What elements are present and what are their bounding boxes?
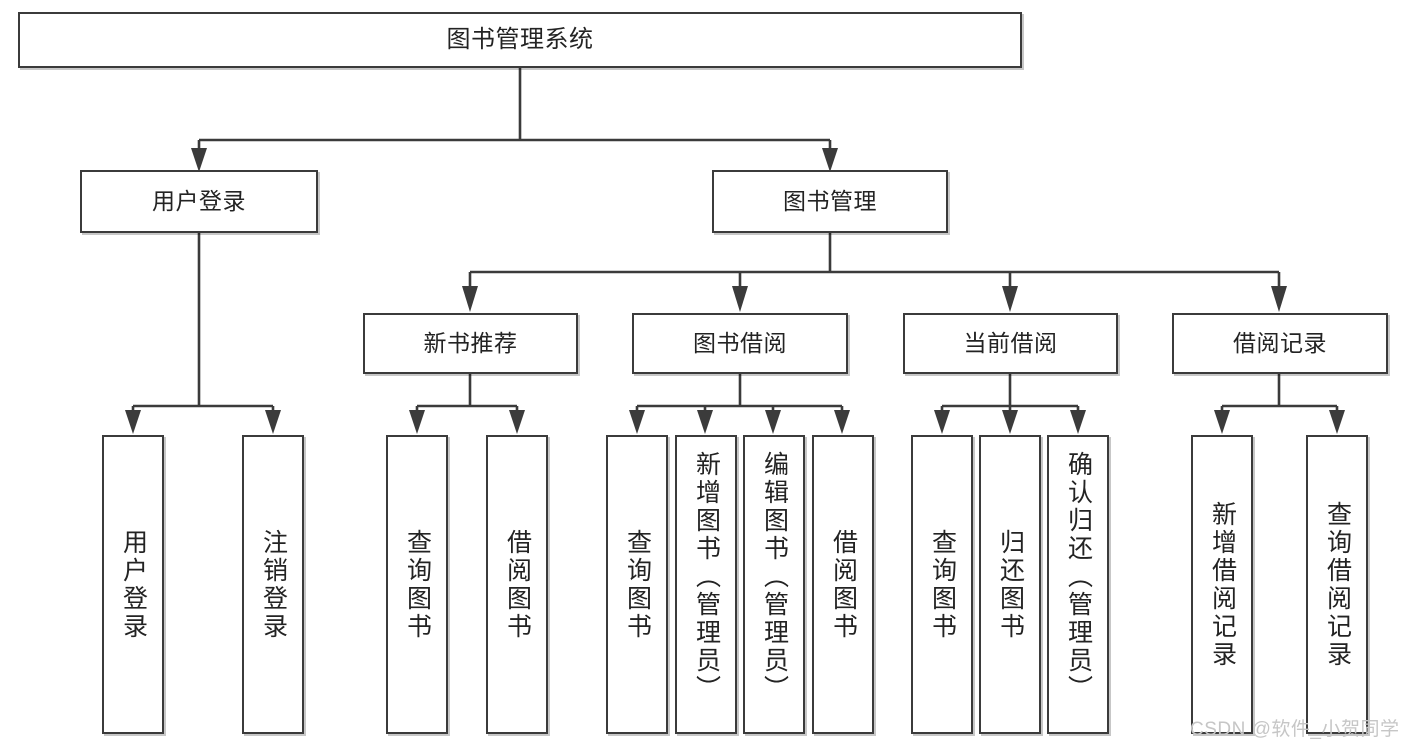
- node-leaf-logout-login[interactable]: 注销登录: [242, 435, 304, 734]
- node-leaf-query-book-recommend[interactable]: 查询图书: [386, 435, 448, 734]
- node-leaf-query-book-borrow[interactable]: 查询图书: [606, 435, 668, 734]
- node-leaf-borrow-book-borrow[interactable]: 借阅图书: [812, 435, 874, 734]
- node-label: 图书管理系统: [446, 26, 594, 54]
- node-label: 查询图书: [403, 528, 432, 641]
- node-leaf-add-borrow-record[interactable]: 新增借阅记录: [1191, 435, 1253, 734]
- node-leaf-borrow-book-recommend[interactable]: 借阅图书: [486, 435, 548, 734]
- node-label: 当前借阅: [963, 330, 1058, 357]
- node-label: 归还图书: [996, 528, 1025, 641]
- node-book-borrow[interactable]: 图书借阅: [632, 313, 848, 374]
- node-label: 借阅图书: [503, 528, 532, 641]
- node-leaf-add-book-admin[interactable]: 新增图书（管理员）: [675, 435, 737, 734]
- node-book-management[interactable]: 图书管理: [712, 170, 948, 233]
- node-leaf-query-book-current[interactable]: 查询图书: [911, 435, 973, 734]
- node-label: 查询借阅记录: [1323, 500, 1352, 669]
- node-label: 借阅图书: [829, 528, 858, 641]
- node-leaf-confirm-return-admin[interactable]: 确认归还（管理员）: [1047, 435, 1109, 734]
- node-label: 注销登录: [259, 528, 288, 641]
- node-label: 图书管理: [783, 188, 877, 215]
- node-label: 用户登录: [119, 528, 148, 641]
- node-new-book-recommend[interactable]: 新书推荐: [363, 313, 578, 374]
- node-label: 确认归还（管理员）: [1064, 451, 1093, 703]
- node-current-borrow[interactable]: 当前借阅: [903, 313, 1118, 374]
- node-leaf-return-book[interactable]: 归还图书: [979, 435, 1041, 734]
- node-label: 用户登录: [152, 188, 246, 215]
- node-label: 新增借阅记录: [1208, 500, 1237, 669]
- node-leaf-user-login[interactable]: 用户登录: [102, 435, 164, 734]
- node-label: 新增图书（管理员）: [692, 451, 721, 703]
- node-borrow-record[interactable]: 借阅记录: [1172, 313, 1388, 374]
- node-leaf-edit-book-admin[interactable]: 编辑图书（管理员）: [743, 435, 805, 734]
- node-label: 查询图书: [928, 528, 957, 641]
- node-root-book-management-system[interactable]: 图书管理系统: [18, 12, 1022, 68]
- node-label: 图书借阅: [693, 330, 787, 357]
- node-label: 借阅记录: [1233, 330, 1327, 357]
- node-label: 新书推荐: [423, 330, 518, 357]
- node-label: 查询图书: [623, 528, 652, 641]
- node-user-login[interactable]: 用户登录: [80, 170, 318, 233]
- node-leaf-query-borrow-record[interactable]: 查询借阅记录: [1306, 435, 1368, 734]
- node-label: 编辑图书（管理员）: [760, 451, 789, 703]
